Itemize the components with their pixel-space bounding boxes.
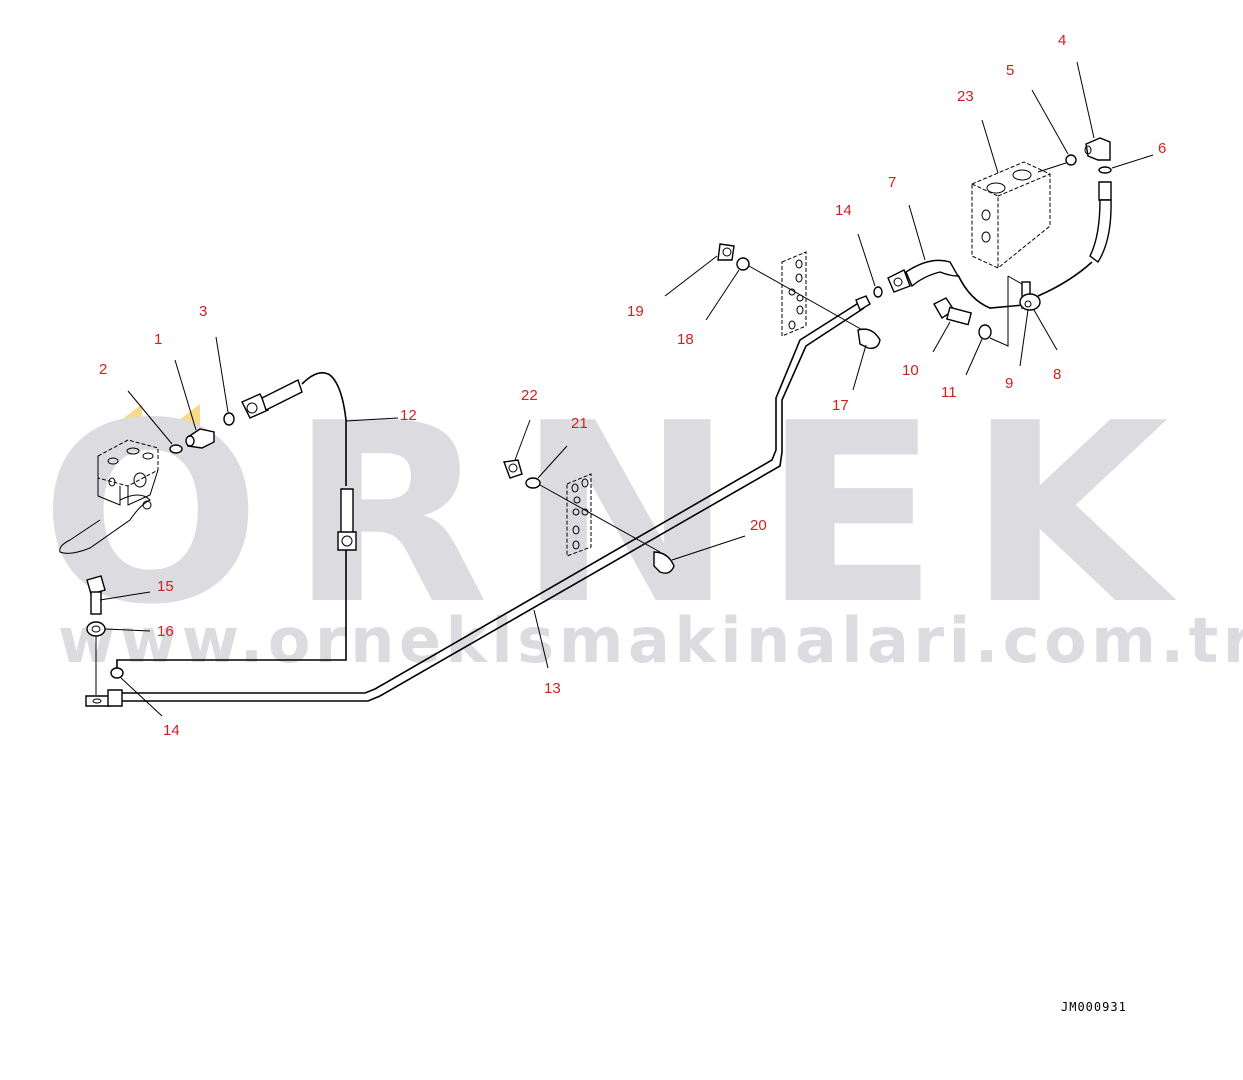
fitting-part-1 (185, 428, 215, 449)
o-ring-part-14-upper (873, 286, 883, 298)
callout-20: 20 (750, 517, 767, 534)
bolt-part-15 (86, 575, 106, 615)
washer-part-11 (978, 324, 992, 340)
callout-12: 12 (400, 407, 417, 424)
watermark-url: www.orneklsmakinalari.com.tr (58, 604, 1243, 677)
callout-4: 4 (1058, 32, 1067, 49)
callout-22: 22 (521, 387, 538, 404)
callout-13: 13 (544, 680, 561, 697)
watermark-brand: ORNEK (40, 371, 1196, 659)
o-ring-part-2 (169, 444, 183, 454)
callout-7: 7 (888, 174, 897, 191)
callout-11: 11 (941, 384, 957, 401)
callout-14-lower: 14 (163, 722, 180, 739)
callout-17: 17 (832, 397, 849, 414)
elbow-fitting-part-4 (1084, 137, 1111, 161)
clamp-assembly-upper (717, 243, 881, 350)
callout-1: 1 (154, 331, 163, 348)
tube-part-13 (85, 295, 871, 707)
bracket-part-8-9 (989, 275, 1041, 347)
o-ring-part-3 (223, 412, 235, 426)
hose-part-12 (116, 372, 357, 668)
watermark-accent-triangle (108, 404, 142, 430)
callout-16: 16 (157, 623, 174, 640)
o-ring-part-6 (1098, 166, 1112, 174)
callout-5: 5 (1006, 62, 1015, 79)
valve-block-part-23 (971, 161, 1051, 269)
callout-19: 19 (627, 303, 644, 320)
drawing-code: JM000931 (1061, 1000, 1127, 1014)
callout-15: 15 (157, 578, 174, 595)
callout-8: 8 (1053, 366, 1062, 383)
clamp-assembly-lower (503, 459, 675, 574)
callout-18: 18 (677, 331, 694, 348)
o-ring-part-5 (1065, 154, 1077, 166)
left-valve-block (59, 439, 159, 554)
callout-6: 6 (1158, 140, 1167, 157)
callout-23: 23 (957, 88, 974, 105)
callout-9: 9 (1005, 375, 1014, 392)
callout-2: 2 (99, 361, 108, 378)
callout-14-upper: 14 (835, 202, 852, 219)
callout-21: 21 (571, 415, 588, 432)
o-ring-part-14-lower (110, 667, 124, 679)
callout-10: 10 (902, 362, 919, 379)
bolt-part-10 (933, 297, 973, 326)
hose-part-7 (887, 259, 1025, 309)
washer-part-16 (86, 621, 106, 637)
hose-right (1037, 181, 1112, 297)
callout-3: 3 (199, 303, 208, 320)
